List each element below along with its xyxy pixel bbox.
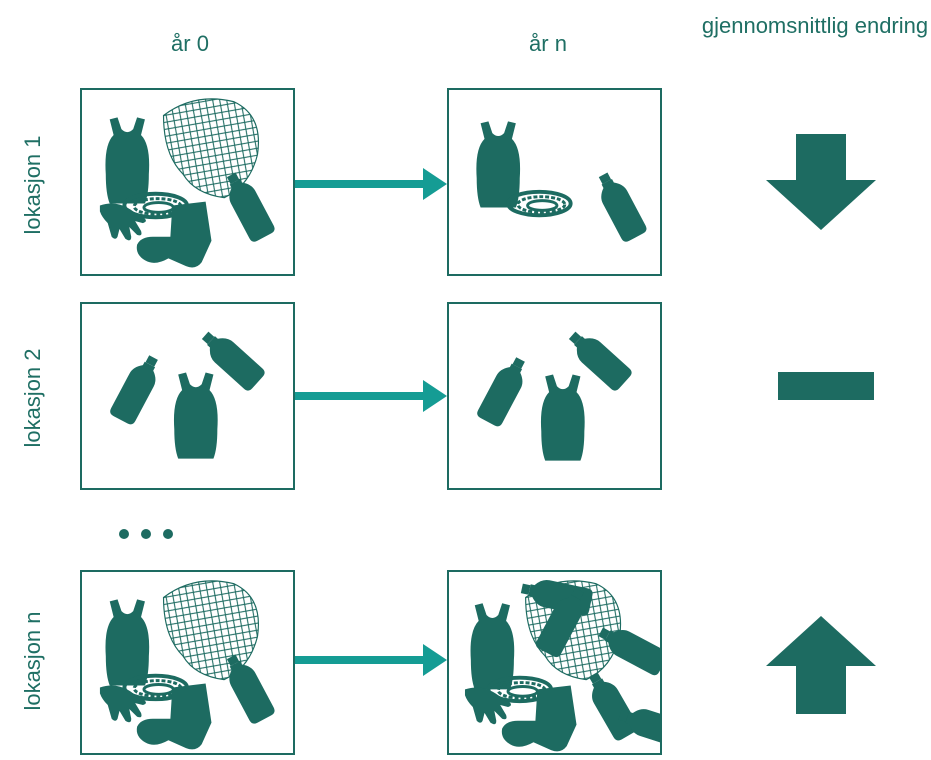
row-label-location-n: lokasjon n [20,611,45,711]
row-label-location-1: lokasjon 1 [20,135,45,235]
change-decrease-icon [766,134,876,230]
ellipsis-icon [119,529,173,539]
image-location-n-year-0 [80,570,295,755]
arrow-location-n [295,644,447,676]
image-location-n-year-n [447,570,662,755]
image-location-1-year-n [447,88,662,276]
row-label-location-2: lokasjon 2 [20,348,45,448]
arrow-location-1 [295,168,447,200]
header-year-n: år n [529,31,567,56]
change-increase-icon [766,616,876,714]
image-location-2-year-0 [80,302,295,490]
change-flat-icon [778,372,874,400]
image-location-2-year-n [447,302,662,490]
arrow-location-2 [295,380,447,412]
header-year-0: år 0 [171,31,209,56]
image-location-1-year-0 [80,88,295,276]
header-average-change: gjennomsnittlig endring [701,13,929,38]
